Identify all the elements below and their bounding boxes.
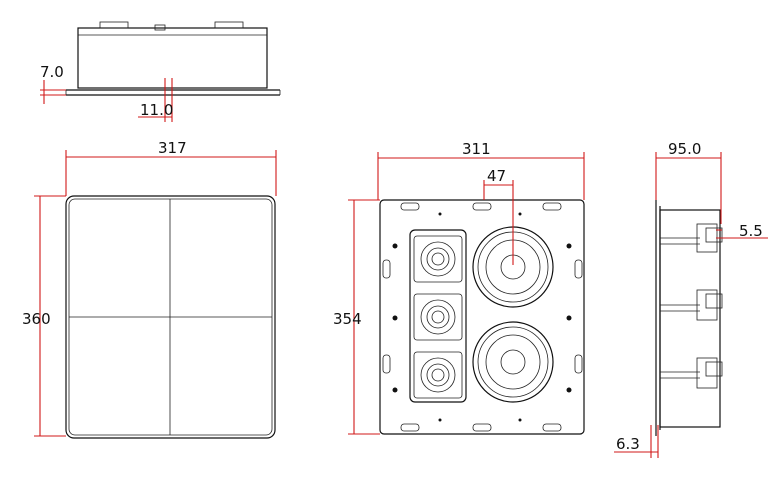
dim-label-grille-width: 317: [158, 139, 187, 157]
bracket-middle: [660, 289, 723, 321]
tweeter-bottom: [413, 351, 463, 399]
bracket-top: [660, 223, 723, 253]
dim-label-baffle-height: 354: [333, 310, 362, 328]
baffle-dimensions: [348, 152, 585, 435]
dim-label-side-flange: 5.5: [739, 222, 763, 240]
grille-dimensions: [34, 150, 277, 437]
top-view: [65, 21, 281, 96]
top-view-dimensions: [40, 78, 173, 122]
grille-front-view: [65, 195, 276, 439]
tweeter-top: [413, 235, 463, 283]
bracket-bottom: [660, 357, 723, 389]
woofer-bottom: [472, 321, 554, 403]
tweeter-middle: [413, 293, 463, 341]
side-view: [655, 200, 723, 436]
dim-label-baffle-width: 311: [462, 140, 491, 158]
dim-label-side-depth: 95.0: [668, 140, 701, 158]
dim-label-top-offset: 11.0: [140, 101, 173, 119]
baffle-front-view: [379, 199, 585, 435]
side-dimensions: [614, 152, 768, 458]
dim-label-top-edge: 7.0: [40, 63, 64, 81]
dim-label-grille-height: 360: [22, 310, 51, 328]
dim-label-side-lip: 6.3: [616, 435, 640, 453]
dim-label-driver-offset: 47: [487, 167, 506, 185]
